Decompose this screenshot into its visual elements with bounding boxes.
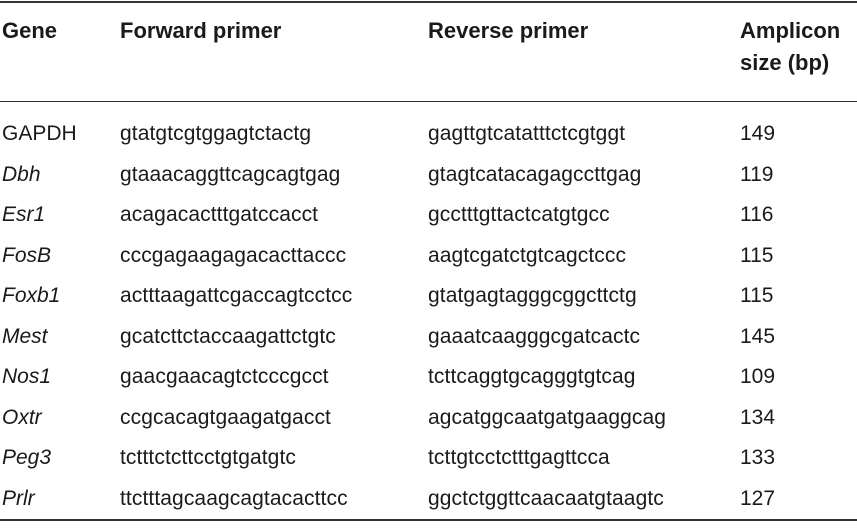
gene-cell: FosB [2, 243, 52, 267]
header-amplicon-size: Amplicon size (bp) [740, 0, 857, 102]
reverse-primer-cell: agcatggcaatgatgaaggcag [428, 405, 667, 429]
reverse-primer-cell: ggctctggttcaacaatgtaagtc [428, 486, 664, 510]
table-row: Foxb1 actttaagattcgaccagtcctcc gtatgagtagg… [0, 276, 857, 317]
table-header-rule [0, 101, 857, 102]
table-row: FosB cccgagaagagacacttaccc aagtcgatctgtcag… [0, 236, 857, 277]
table-row: Prlr ttctttagcaagcagtacacttcc ggctctggttca… [0, 479, 857, 520]
reverse-primer-cell: tcttgtcctctttgagttcca [428, 446, 610, 470]
table-row: Peg3 tctttctcttcctgtgatgtc tcttgtcctctttga… [0, 438, 857, 479]
reverse-primer-cell: gaaatcaagggcgatcactc [428, 324, 641, 348]
header-row: Gene Forward primer Reverse primer Ampli… [0, 0, 857, 102]
header-forward-primer: Forward primer [120, 0, 428, 102]
amplicon-size-cell: 119 [740, 162, 774, 186]
forward-primer-cell: cccgagaagagacacttaccc [120, 243, 347, 267]
gene-cell: Nos1 [2, 365, 52, 389]
header-amplicon-label: Amplicon size (bp) [740, 18, 841, 75]
amplicon-size-cell: 145 [740, 324, 776, 348]
amplicon-size-cell: 133 [740, 446, 776, 470]
gene-cell: Esr1 [2, 203, 46, 227]
reverse-primer-cell: gcctttgttactcatgtgcc [428, 203, 610, 227]
amplicon-size-cell: 149 [740, 122, 776, 146]
table-row: Oxtr ccgcacagtgaagatgacct agcatggcaatgatga… [0, 398, 857, 439]
gene-cell: Prlr [2, 486, 35, 510]
reverse-primer-cell: gtagtcatacagagccttgag [428, 162, 642, 186]
reverse-primer-cell: gagttgtcatatttctcgtggt [428, 122, 626, 146]
amplicon-size-cell: 116 [740, 203, 774, 227]
header-gene-label: Gene [2, 18, 58, 43]
amplicon-size-cell: 134 [740, 405, 776, 429]
forward-primer-cell: ccgcacagtgaagatgacct [120, 405, 331, 429]
table-bottom-rule [0, 519, 857, 521]
gene-cell: Peg3 [2, 446, 52, 470]
forward-primer-cell: gtatgtcgtggagtctactg [120, 122, 312, 146]
reverse-primer-cell: tcttcaggtgcagggtgtcag [428, 365, 636, 389]
table-top-rule [0, 1, 857, 3]
forward-primer-cell: gtaaacaggttcagcagtgag [120, 162, 341, 186]
forward-primer-cell: gaacgaacagtctcccgcct [120, 365, 329, 389]
header-reverse-primer: Reverse primer [428, 0, 740, 102]
forward-primer-cell: ttctttagcaagcagtacacttcc [120, 486, 348, 510]
forward-primer-cell: acagacactttgatccacct [120, 203, 319, 227]
table-header: Gene Forward primer Reverse primer Ampli… [0, 0, 857, 102]
header-reverse-label: Reverse primer [428, 18, 589, 43]
gene-cell: Foxb1 [2, 284, 61, 308]
amplicon-size-cell: 109 [740, 365, 776, 389]
gene-cell: Dbh [2, 162, 41, 186]
amplicon-size-cell: 115 [740, 284, 774, 308]
gene-cell: Mest [2, 324, 48, 348]
amplicon-size-cell: 127 [740, 486, 776, 510]
forward-primer-cell: gcatcttctaccaagattctgtc [120, 324, 336, 348]
gene-cell: Oxtr [2, 405, 42, 429]
table-row: GAPDH gtatgtcgtggagtctactg gagttgtcatatttc… [0, 102, 857, 155]
table-row: Mest gcatcttctaccaagattctgtc gaaatcaagggcg… [0, 317, 857, 358]
forward-primer-cell: tctttctcttcctgtgatgtc [120, 446, 296, 470]
reverse-primer-cell: gtatgagtagggcggcttctg [428, 284, 637, 308]
header-forward-label: Forward primer [120, 18, 282, 43]
amplicon-size-cell: 115 [740, 243, 774, 267]
reverse-primer-cell: aagtcgatctgtcagctccc [428, 243, 627, 267]
table-body: GAPDH gtatgtcgtggagtctactg gagttgtcatatttc… [0, 102, 857, 519]
table-row: Esr1 acagacactttgatccacct gcctttgttactcatg… [0, 195, 857, 236]
table-row: Nos1 gaacgaacagtctcccgcct tcttcaggtgcagggt… [0, 357, 857, 398]
header-gene: Gene [0, 0, 120, 102]
gene-cell: GAPDH [2, 122, 77, 146]
forward-primer-cell: actttaagattcgaccagtcctcc [120, 284, 353, 308]
table-row: Dbh gtaaacaggttcagcagtgag gtagtcatacagagcc… [0, 155, 857, 196]
